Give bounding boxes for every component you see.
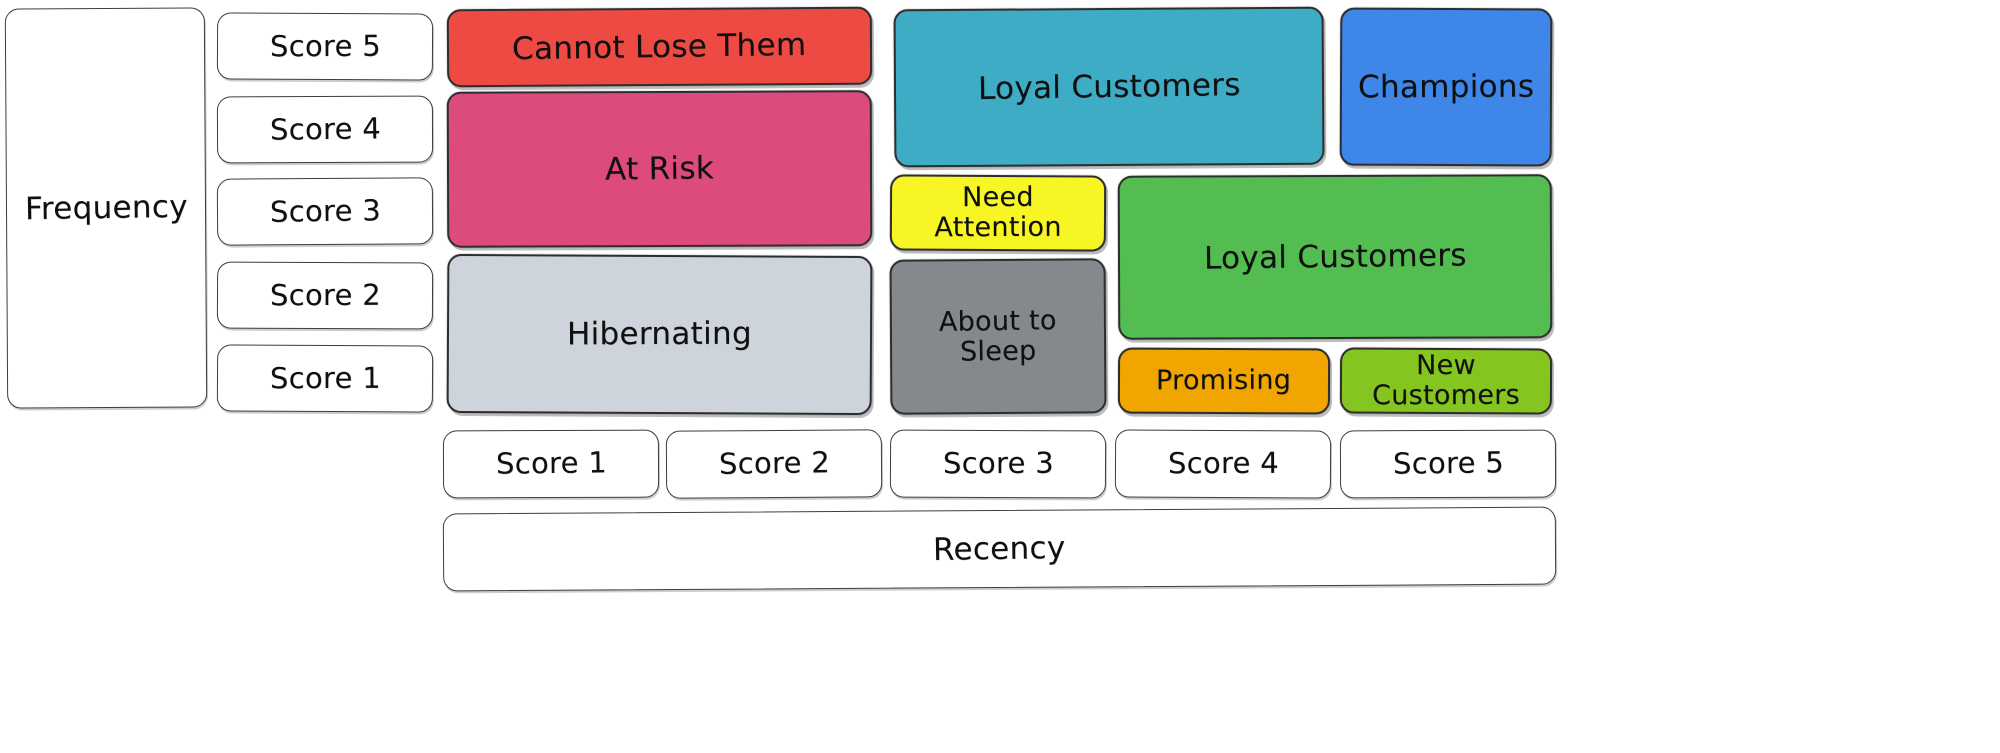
recency-score-2[interactable]: Score 2 xyxy=(665,429,883,499)
segment-need-attention[interactable]: Need Attention xyxy=(889,174,1107,252)
segment-cannot-lose-them[interactable]: Cannot Lose Them xyxy=(446,6,873,88)
segment-need-attention-label: Need Attention xyxy=(934,182,1062,244)
frequency-score-5[interactable]: Score 5 xyxy=(216,12,434,81)
frequency-score-3[interactable]: Score 3 xyxy=(216,177,434,246)
frequency-score-1[interactable]: Score 1 xyxy=(216,344,434,413)
segment-loyal-customers-teal-label: Loyal Customers xyxy=(977,67,1241,107)
segment-at-risk[interactable]: At Risk xyxy=(446,90,873,248)
recency-axis-label: Recency xyxy=(932,529,1066,568)
segment-promising-label: Promising xyxy=(1156,364,1292,397)
segment-loyal-customers-green-label: Loyal Customers xyxy=(1203,237,1467,277)
segment-loyal-customers-green[interactable]: Loyal Customers xyxy=(1117,174,1553,340)
recency-score-5-label: Score 5 xyxy=(1392,445,1504,481)
frequency-score-2[interactable]: Score 2 xyxy=(216,261,434,330)
frequency-score-5-label: Score 5 xyxy=(269,28,381,63)
frequency-score-1-label: Score 1 xyxy=(269,360,381,395)
segment-about-to-sleep[interactable]: About to Sleep xyxy=(889,258,1107,415)
segment-champions[interactable]: Champions xyxy=(1339,7,1553,167)
frequency-axis-label: Frequency xyxy=(24,188,188,228)
recency-score-5[interactable]: Score 5 xyxy=(1339,429,1557,499)
frequency-score-4-label: Score 4 xyxy=(269,110,381,147)
segment-at-risk-label: At Risk xyxy=(604,150,715,188)
segment-hibernating-label: Hibernating xyxy=(566,316,753,353)
segment-champions-label: Champions xyxy=(1357,68,1535,106)
segment-new-customers-label: New Customers xyxy=(1372,350,1521,412)
frequency-axis-label-box: Frequency xyxy=(4,7,208,409)
segment-cannot-lose-them-label: Cannot Lose Them xyxy=(512,26,807,68)
segment-new-customers[interactable]: New Customers xyxy=(1339,347,1553,415)
frequency-score-4[interactable]: Score 4 xyxy=(216,95,434,164)
recency-score-3[interactable]: Score 3 xyxy=(889,429,1107,499)
frequency-score-3-label: Score 3 xyxy=(269,192,381,229)
recency-score-4[interactable]: Score 4 xyxy=(1114,429,1332,499)
recency-score-4-label: Score 4 xyxy=(1167,445,1279,481)
frequency-score-2-label: Score 2 xyxy=(269,277,381,312)
recency-axis-label-box: Recency xyxy=(442,506,1557,592)
segment-promising[interactable]: Promising xyxy=(1117,347,1331,415)
recency-score-3-label: Score 3 xyxy=(942,445,1054,481)
recency-score-1[interactable]: Score 1 xyxy=(442,429,660,499)
recency-score-2-label: Score 2 xyxy=(718,445,830,481)
segment-hibernating[interactable]: Hibernating xyxy=(446,253,873,416)
segment-loyal-customers-teal[interactable]: Loyal Customers xyxy=(893,6,1325,168)
recency-score-1-label: Score 1 xyxy=(495,445,607,481)
segment-about-to-sleep-label: About to Sleep xyxy=(938,304,1057,368)
